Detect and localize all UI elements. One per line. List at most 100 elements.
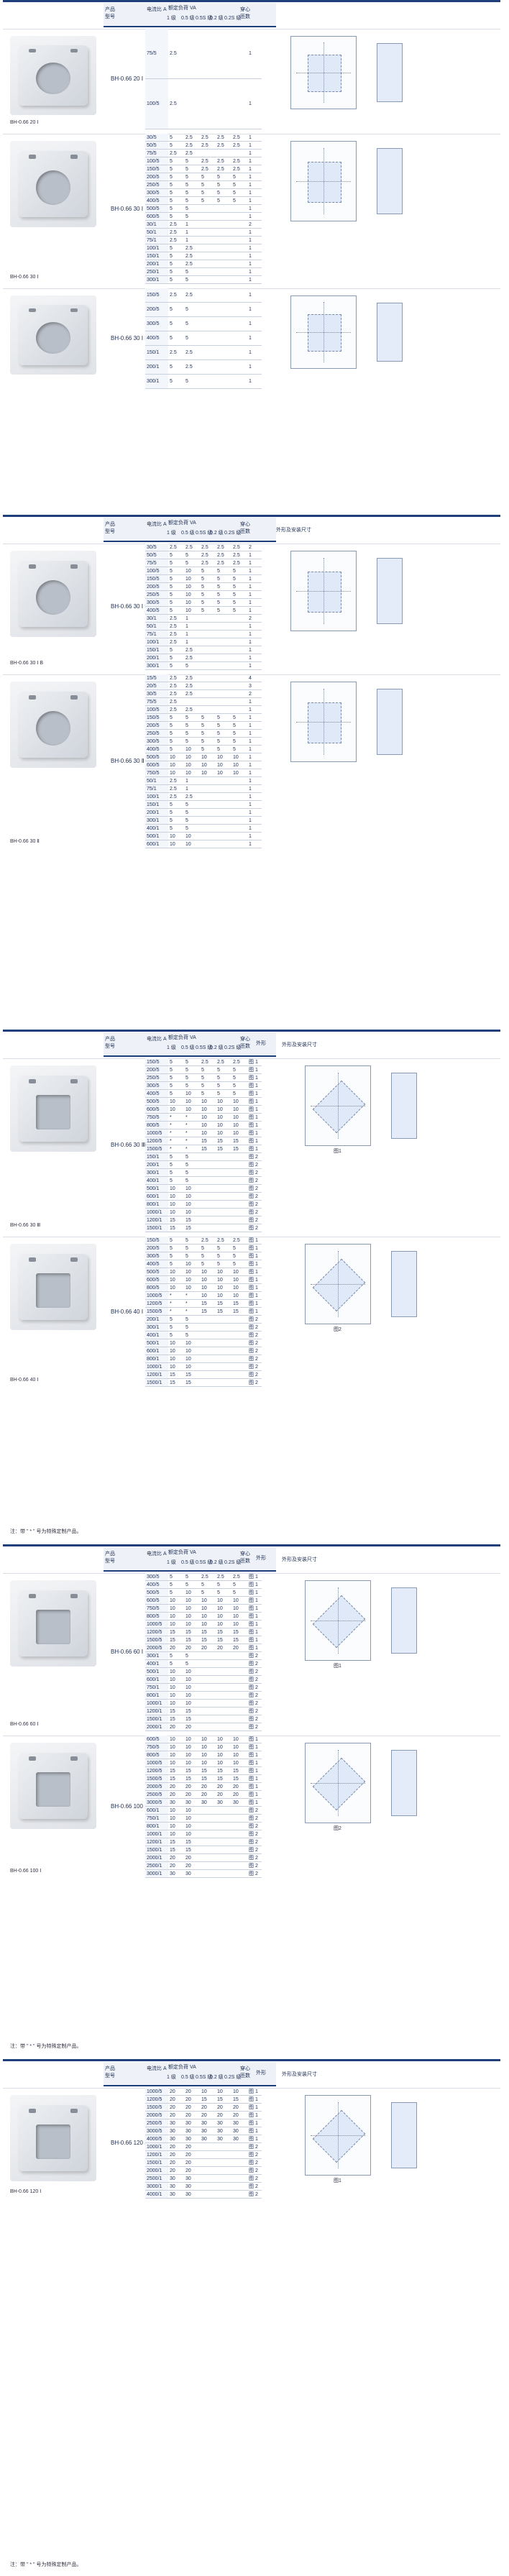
cell-burden: 30 bbox=[168, 2135, 184, 2143]
front-view-drawing bbox=[290, 141, 357, 221]
cell-turns: 图 1 bbox=[247, 1089, 262, 1098]
cell-burden: 10 bbox=[184, 1089, 200, 1098]
cell-burden bbox=[231, 2182, 247, 2191]
cell-turns: 1 bbox=[247, 567, 262, 575]
cell-burden: 10 bbox=[184, 1683, 200, 1692]
cell-burden: 15 bbox=[200, 1299, 216, 1308]
cell-burden: * bbox=[168, 1113, 184, 1122]
cell-turns: 图 1 bbox=[247, 1751, 262, 1759]
cell-burden: 5 bbox=[216, 729, 231, 738]
cell-burden bbox=[200, 1362, 216, 1371]
cell-burden bbox=[231, 1331, 247, 1339]
cell-burden: 5 bbox=[168, 737, 184, 746]
cell-burden bbox=[200, 1152, 216, 1161]
cell-burden: 15 bbox=[168, 1846, 184, 1854]
cell-burden: 5 bbox=[184, 1323, 200, 1331]
cell-turns: 1 bbox=[247, 288, 262, 303]
cell-turns: 图 1 bbox=[247, 1782, 262, 1791]
cell-turns: 图 1 bbox=[247, 1580, 262, 1589]
cell-burden: 20 bbox=[168, 1644, 184, 1652]
cell-current-ratio: 1200/1 bbox=[145, 1707, 168, 1715]
cell-burden bbox=[231, 374, 247, 389]
cell-burden bbox=[200, 792, 216, 801]
cell-burden: 2.5 bbox=[231, 551, 247, 559]
cell-burden bbox=[231, 1675, 247, 1684]
cell-burden bbox=[200, 1683, 216, 1692]
cell-burden bbox=[200, 1184, 216, 1193]
cell-burden bbox=[200, 1347, 216, 1355]
cell-burden bbox=[216, 784, 231, 793]
cell-burden: 10 bbox=[231, 1291, 247, 1300]
cell-burden: 15 bbox=[184, 1636, 200, 1644]
cell-burden: 15 bbox=[200, 1766, 216, 1775]
cell-burden: 5 bbox=[200, 1065, 216, 1074]
cell-burden: 20 bbox=[168, 2103, 184, 2112]
terminal-screw-icon bbox=[70, 695, 78, 700]
cell-burden: 2.5 bbox=[216, 1237, 231, 1245]
cell-burden: 5 bbox=[231, 737, 247, 746]
cell-burden bbox=[231, 1853, 247, 1862]
cell-current-ratio: 200/1 bbox=[145, 654, 168, 662]
cell-burden bbox=[216, 1347, 231, 1355]
cell-burden: 15 bbox=[168, 1774, 184, 1783]
cell-burden bbox=[216, 2174, 231, 2183]
cell-burden bbox=[200, 1830, 216, 1838]
cell-burden: 5 bbox=[184, 1160, 200, 1169]
cell-burden: 5 bbox=[216, 567, 231, 575]
front-view-drawing bbox=[305, 1065, 371, 1146]
cell-burden: 15 bbox=[200, 1307, 216, 1316]
cell-burden bbox=[231, 275, 247, 284]
cell-burden bbox=[231, 2190, 247, 2199]
cell-burden: 5 bbox=[216, 1065, 231, 1074]
cell-burden: 2.5 bbox=[216, 1573, 231, 1581]
cell-current-ratio: 2000/5 bbox=[145, 2111, 168, 2119]
cell-burden: 10 bbox=[200, 753, 216, 761]
cell-burden bbox=[216, 1659, 231, 1668]
cell-current-ratio: 1000/5 bbox=[145, 2088, 168, 2096]
cell-burden bbox=[231, 682, 247, 690]
cell-burden: 10 bbox=[168, 1751, 184, 1759]
cell-burden bbox=[200, 784, 216, 793]
cell-turns: 1 bbox=[247, 78, 262, 129]
cell-burden: 5 bbox=[231, 1065, 247, 1074]
terminal-screw-icon bbox=[29, 155, 36, 160]
cell-burden: 5 bbox=[184, 275, 200, 284]
product-model: BH-0.66 30 Ⅰ bbox=[111, 205, 144, 212]
window-outline bbox=[307, 702, 341, 743]
product-photo bbox=[10, 682, 96, 768]
cell-turns: 图 1 bbox=[247, 1058, 262, 1066]
cell-turns: 1 bbox=[247, 598, 262, 607]
cell-burden: 5 bbox=[168, 1323, 184, 1331]
cell-burden: 2.5 bbox=[168, 776, 184, 785]
cell-burden: 5 bbox=[184, 737, 200, 746]
cell-burden: 5 bbox=[168, 134, 184, 142]
cell-burden: 1 bbox=[184, 622, 200, 631]
cell-burden: 10 bbox=[168, 1822, 184, 1830]
product-photo bbox=[10, 1743, 96, 1829]
cell-burden bbox=[216, 1651, 231, 1660]
cell-current-ratio: 300/5 bbox=[145, 188, 168, 197]
cell-burden: 10 bbox=[216, 1291, 231, 1300]
cell-burden: 10 bbox=[184, 1208, 200, 1216]
cell-turns: 1 bbox=[247, 302, 262, 317]
cell-burden: 5 bbox=[184, 374, 200, 389]
cell-burden: 2.5 bbox=[184, 149, 200, 157]
cell-burden: 30 bbox=[200, 2135, 216, 2143]
cell-burden: 5 bbox=[184, 824, 200, 833]
cell-current-ratio: 150/1 bbox=[145, 252, 168, 260]
cell-current-ratio: 600/5 bbox=[145, 1596, 168, 1605]
cell-current-ratio: 2500/1 bbox=[145, 1861, 168, 1870]
